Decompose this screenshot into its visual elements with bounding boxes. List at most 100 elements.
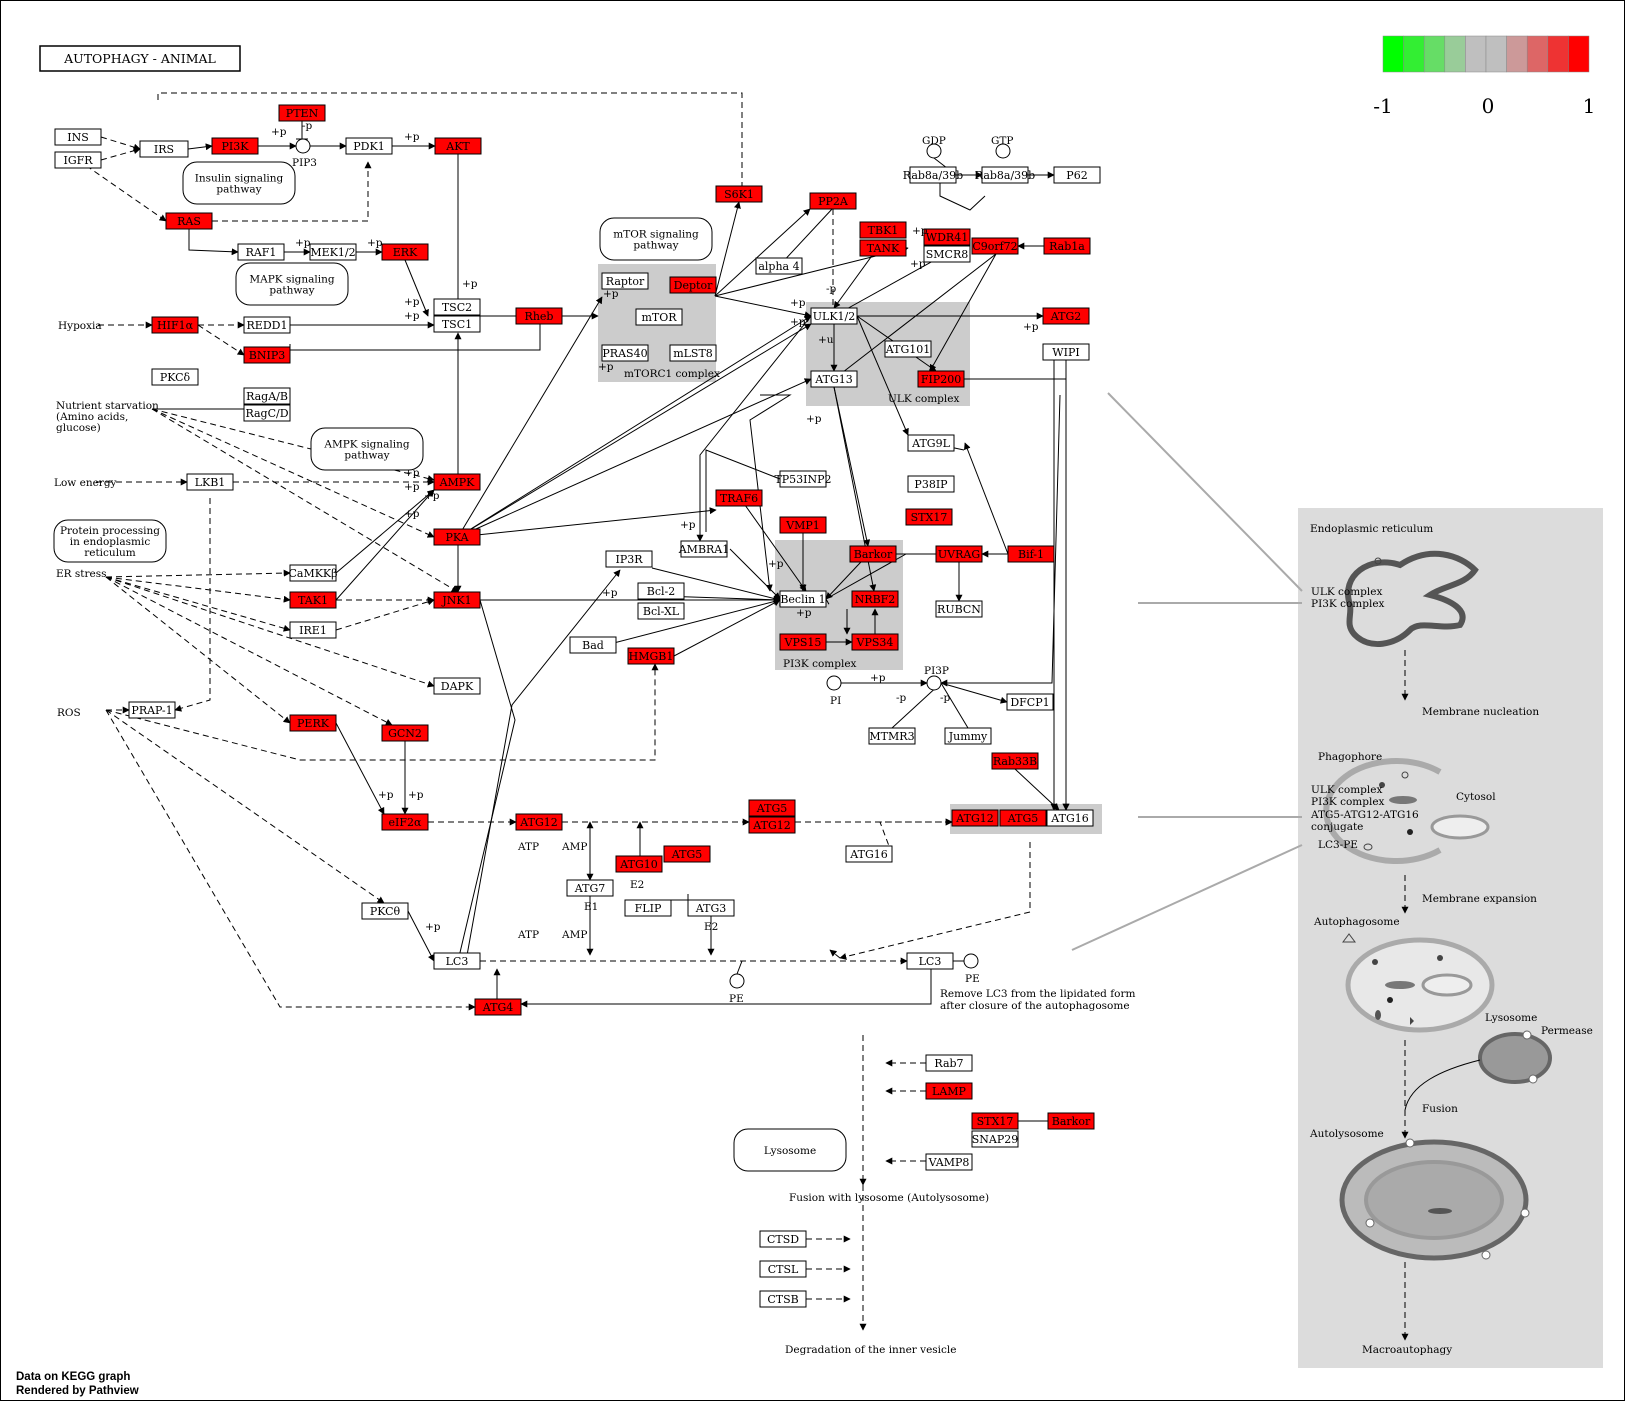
gene-node-jummy[interactable]: Jummy <box>944 727 992 745</box>
gene-node-ctsd[interactable]: CTSD <box>759 1230 807 1248</box>
gene-node-atg16b[interactable]: ATG16 <box>1046 809 1094 827</box>
gene-node-pras40[interactable]: PRAS40 <box>601 344 649 362</box>
gene-node-bad[interactable]: Bad <box>569 636 617 654</box>
gene-node-lc3b[interactable]: LC3 <box>906 952 954 970</box>
pathway-link-lysosome[interactable]: Lysosome <box>733 1128 847 1172</box>
gene-node-atg5a[interactable]: ATG5 <box>748 799 796 817</box>
gene-node-lamp[interactable]: LAMP <box>925 1082 973 1100</box>
gene-node-tak1[interactable]: TAK1 <box>289 591 337 609</box>
gene-node-bnip3[interactable]: BNIP3 <box>243 346 291 364</box>
gene-node-rubcn[interactable]: RUBCN <box>935 600 983 618</box>
gene-node-mtmr3[interactable]: MTMR3 <box>868 727 916 745</box>
gene-node-rab8a-gdp[interactable]: Rab8a/39b <box>903 166 963 184</box>
gene-node-tsc2[interactable]: TSC2 <box>433 298 481 316</box>
gene-node-rab33b[interactable]: Rab33B <box>991 752 1039 770</box>
gene-node-ambra1[interactable]: AMBRA1 <box>678 540 730 558</box>
gene-node-rab8a-gtp[interactable]: Rab8a/39b <box>975 166 1035 184</box>
gene-node-fip200[interactable]: FIP200 <box>917 370 965 388</box>
gene-node-eif2a[interactable]: eIF2α <box>381 813 429 831</box>
gene-node-raptor[interactable]: Raptor <box>601 272 649 290</box>
gene-node-pdk1[interactable]: PDK1 <box>345 137 393 155</box>
gene-node-pi3k[interactable]: PI3K <box>211 137 259 155</box>
gene-node-nrbf2[interactable]: NRBF2 <box>851 590 899 608</box>
gene-node-snap29[interactable]: SNAP29 <box>971 1130 1019 1148</box>
gene-node-beclin1[interactable]: Beclin 1 <box>779 590 827 608</box>
gene-node-tsc1[interactable]: TSC1 <box>433 315 481 333</box>
gene-node-wipi[interactable]: WIPI <box>1042 343 1090 361</box>
gene-node-hmgb1[interactable]: HMGB1 <box>627 647 675 665</box>
gene-node-atg16a[interactable]: ATG16 <box>845 845 893 863</box>
gene-node-alpha4[interactable]: alpha 4 <box>755 257 803 275</box>
gene-node-rab1a[interactable]: Rab1a <box>1043 237 1091 255</box>
gene-node-lc3a[interactable]: LC3 <box>433 952 481 970</box>
gene-node-tank[interactable]: TANK <box>859 239 907 257</box>
gene-node-mek[interactable]: MEK1/2 <box>309 243 357 261</box>
gene-node-wdr41[interactable]: WDR41 <box>923 228 971 246</box>
gene-node-akt[interactable]: AKT <box>434 137 482 155</box>
gene-node-atg5b[interactable]: ATG5 <box>663 845 711 863</box>
gene-node-lkb1[interactable]: LKB1 <box>186 473 234 491</box>
gene-node-atg12c[interactable]: ATG12 <box>951 809 999 827</box>
gene-node-atg12b[interactable]: ATG12 <box>748 816 796 834</box>
gene-node-atg7[interactable]: ATG7 <box>566 879 614 897</box>
gene-node-bcl2[interactable]: Bcl-2 <box>637 582 685 600</box>
gene-node-pka[interactable]: PKA <box>433 528 481 546</box>
gene-node-ulk[interactable]: ULK1/2 <box>810 307 858 325</box>
gene-node-ctsb[interactable]: CTSB <box>759 1290 807 1308</box>
gene-node-mtor[interactable]: mTOR <box>635 308 683 326</box>
gene-node-vmp1[interactable]: VMP1 <box>779 516 827 534</box>
gene-node-dapk[interactable]: DAPK <box>433 677 481 695</box>
gene-node-irs[interactable]: IRS <box>139 140 189 158</box>
gene-node-deptor[interactable]: Deptor <box>669 276 717 294</box>
gene-node-smcr8[interactable]: SMCR8 <box>923 245 971 263</box>
gene-node-mlst8[interactable]: mLST8 <box>669 344 717 362</box>
gene-node-atg101[interactable]: ATG101 <box>884 340 932 358</box>
gene-node-ampk[interactable]: AMPK <box>433 473 481 491</box>
gene-node-ins[interactable]: INS <box>54 128 102 146</box>
gene-node-atg13[interactable]: ATG13 <box>810 370 858 388</box>
gene-node-traf6[interactable]: TRAF6 <box>715 489 763 507</box>
gene-node-atg4[interactable]: ATG4 <box>474 998 522 1016</box>
gene-node-bclxl[interactable]: Bcl-XL <box>637 602 685 620</box>
gene-node-igfr[interactable]: IGFR <box>54 151 102 169</box>
gene-node-barkor2[interactable]: Barkor <box>1047 1112 1095 1130</box>
gene-node-atg12a[interactable]: ATG12 <box>515 813 563 831</box>
gene-node-ragab[interactable]: RagA/B <box>243 387 291 405</box>
gene-node-pp2a[interactable]: PP2A <box>809 192 857 210</box>
gene-node-atg3[interactable]: ATG3 <box>687 899 735 917</box>
gene-node-raf1[interactable]: RAF1 <box>237 243 285 261</box>
gene-node-ip3r[interactable]: IP3R <box>605 550 653 568</box>
gene-node-p38ip[interactable]: P38IP <box>907 475 955 493</box>
gene-node-ire1[interactable]: IRE1 <box>289 621 337 639</box>
gene-node-flip[interactable]: FLIP <box>624 899 672 917</box>
gene-node-uvrag[interactable]: UVRAG <box>935 545 983 563</box>
gene-node-redd1[interactable]: REDD1 <box>243 316 291 334</box>
gene-node-c9orf72[interactable]: C9orf72 <box>971 237 1019 255</box>
gene-node-hif1a[interactable]: HIF1α <box>151 316 199 334</box>
gene-node-rab7[interactable]: Rab7 <box>925 1054 973 1072</box>
gene-node-s6k1[interactable]: S6K1 <box>715 185 763 203</box>
gene-node-stx17a[interactable]: STX17 <box>905 508 953 526</box>
gene-node-tp53inp2[interactable]: TP53INP2 <box>774 470 832 488</box>
gene-node-vps34[interactable]: VPS34 <box>851 633 899 651</box>
gene-node-rheb[interactable]: Rheb <box>515 307 563 325</box>
gene-node-prap1[interactable]: PRAP-1 <box>128 701 176 719</box>
gene-node-atg2[interactable]: ATG2 <box>1042 307 1090 325</box>
gene-node-perk[interactable]: PERK <box>289 714 337 732</box>
gene-node-atg5c[interactable]: ATG5 <box>999 809 1047 827</box>
gene-node-ras[interactable]: RAS <box>165 212 213 230</box>
gene-node-atg9l[interactable]: ATG9L <box>907 434 955 452</box>
gene-node-vamp8[interactable]: VAMP8 <box>925 1153 973 1171</box>
gene-node-pkcq[interactable]: PKCθ <box>361 902 409 920</box>
gene-node-ragcd[interactable]: RagC/D <box>243 404 291 422</box>
gene-node-tbk1[interactable]: TBK1 <box>859 221 907 239</box>
gene-node-stx17b[interactable]: STX17 <box>971 1112 1019 1130</box>
gene-node-bif1[interactable]: Bif-1 <box>1007 545 1055 563</box>
gene-node-p62[interactable]: P62 <box>1053 166 1101 184</box>
gene-node-barkor[interactable]: Barkor <box>849 545 897 563</box>
